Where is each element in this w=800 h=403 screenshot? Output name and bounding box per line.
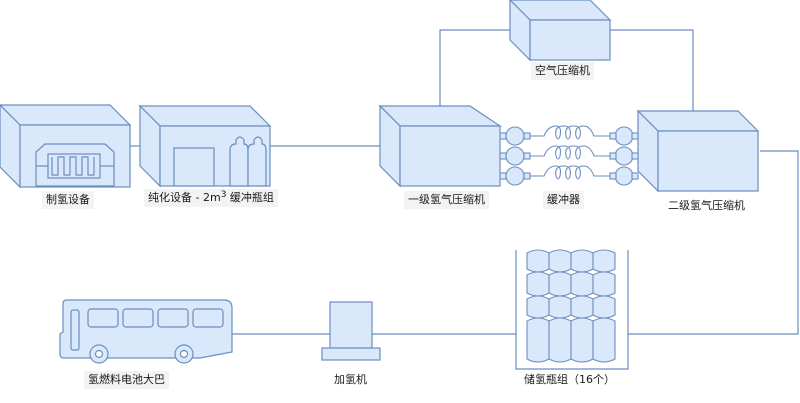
hydrogen-cylinder bbox=[592, 271, 616, 297]
air-compressor-label: 空气压缩机 bbox=[531, 62, 594, 80]
purifier-label-prefix: 纯化设备 - 2m bbox=[148, 191, 221, 204]
hydrogen-cylinder bbox=[548, 249, 572, 273]
hydrogen-cylinder bbox=[526, 317, 550, 363]
hydrogen-cylinder bbox=[570, 249, 594, 273]
connector-compressor1-air-compressor bbox=[439, 29, 510, 106]
cylinder-bank-icon[interactable] bbox=[515, 249, 629, 370]
hydrogen-cylinder bbox=[548, 295, 572, 319]
connector-compressor2-storage bbox=[628, 150, 799, 335]
hydrogen-cylinder bbox=[570, 317, 594, 363]
buffer-line bbox=[499, 125, 639, 146]
compressor-1-label: 一级氢气压缩机 bbox=[404, 191, 489, 209]
dispenser-icon[interactable] bbox=[321, 301, 381, 361]
purifier-label: 纯化设备 - 2m3 缓冲瓶组 bbox=[144, 189, 278, 207]
buffer-line bbox=[499, 145, 639, 166]
compressor-2-box-icon[interactable] bbox=[636, 109, 760, 193]
storage-label: 储氢瓶组（16个） bbox=[524, 373, 615, 386]
hydrogen-cylinder bbox=[592, 295, 616, 319]
hydrogen-cylinder bbox=[570, 271, 594, 297]
hydrogen-cylinder bbox=[548, 271, 572, 297]
hydrogen-cylinder bbox=[592, 317, 616, 363]
purifier-label-sup: 3 bbox=[220, 190, 227, 200]
electrolyzer-label: 制氢设备 bbox=[42, 191, 94, 209]
bus-label: 氢燃料电池大巴 bbox=[84, 371, 169, 389]
hydrogen-cylinder bbox=[526, 249, 550, 273]
buffer-line bbox=[499, 165, 639, 186]
hydrogen-generator-icon[interactable] bbox=[0, 104, 132, 189]
hydrogen-cylinder bbox=[592, 249, 616, 273]
hydrogen-cylinder bbox=[548, 317, 572, 363]
buffer-coil-icon[interactable] bbox=[499, 125, 639, 186]
connectors bbox=[130, 29, 799, 335]
hydrogen-cylinder bbox=[526, 271, 550, 297]
compressor-1-box-icon[interactable] bbox=[378, 104, 502, 188]
compressor-2-label: 二级氢气压缩机 bbox=[668, 199, 745, 212]
purifier-label-suffix: 缓冲瓶组 bbox=[226, 191, 274, 204]
hydrogen-cylinder bbox=[526, 295, 550, 319]
bus-icon[interactable] bbox=[59, 299, 233, 364]
hydrogen-cylinder bbox=[570, 295, 594, 319]
air-compressor-box-icon[interactable] bbox=[509, 0, 612, 62]
dispenser-label: 加氢机 bbox=[334, 373, 367, 386]
connector-air-compressor-compressor2 bbox=[610, 29, 694, 111]
buffer-label: 缓冲器 bbox=[543, 191, 584, 209]
purification-equipment-icon[interactable] bbox=[138, 104, 272, 188]
